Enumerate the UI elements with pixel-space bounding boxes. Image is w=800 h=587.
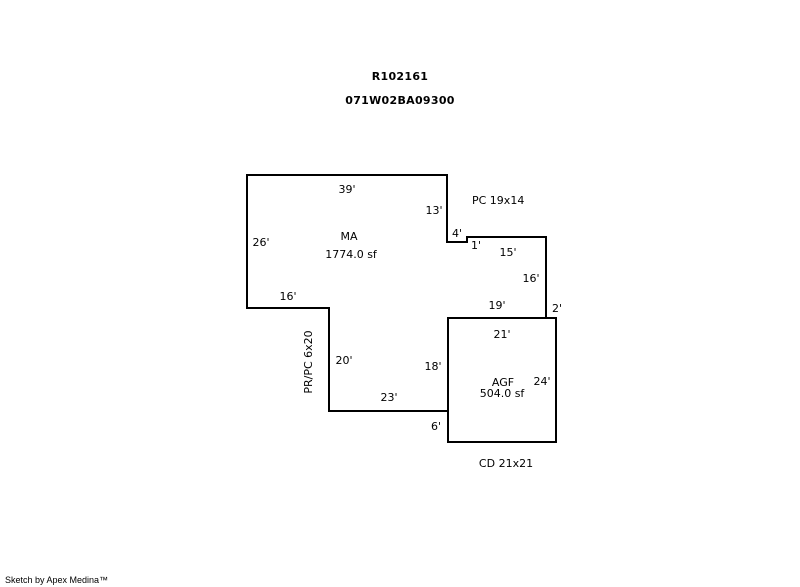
sketch-credit: Sketch by Apex Medina™	[5, 575, 109, 585]
dim-ma-left: 26'	[252, 236, 269, 249]
dim-ma-bottom-left: 16'	[279, 290, 296, 303]
porch-top-label: PC 19x14	[472, 194, 524, 207]
garage-area-code: AGF	[492, 376, 514, 389]
garage-outline	[447, 317, 557, 443]
dim-ma-garage-side: 18'	[424, 360, 441, 373]
dim-ma-step-b: 1'	[471, 239, 481, 252]
dim-ma-step-c: 2'	[552, 302, 562, 315]
dim-garage-step: 6'	[431, 420, 441, 433]
dim-ma-left-lower: 20'	[335, 354, 352, 367]
dim-garage-top: 21'	[493, 328, 510, 341]
porch-left-label: PR/PC 6x20	[302, 330, 315, 393]
main-area-size: 1774.0 sf	[325, 248, 378, 261]
dim-ma-top: 39'	[338, 183, 355, 196]
dim-ma-step-a: 4'	[452, 227, 462, 240]
main-area-code: MA	[340, 230, 357, 243]
dim-ma-inner: 19'	[488, 299, 505, 312]
dim-ma-right-lower: 16'	[522, 272, 539, 285]
map-number: 071W02BA09300	[345, 94, 455, 107]
dim-ma-bottom: 23'	[380, 391, 397, 404]
parcel-id: R102161	[371, 70, 429, 83]
dim-ma-right-upper: 13'	[425, 204, 442, 217]
dim-garage-right: 24'	[533, 375, 550, 388]
deck-bottom-label: CD 21x21	[479, 457, 533, 470]
garage-area-size: 504.0 sf	[480, 387, 526, 400]
dim-ma-step-top: 15'	[499, 246, 516, 259]
